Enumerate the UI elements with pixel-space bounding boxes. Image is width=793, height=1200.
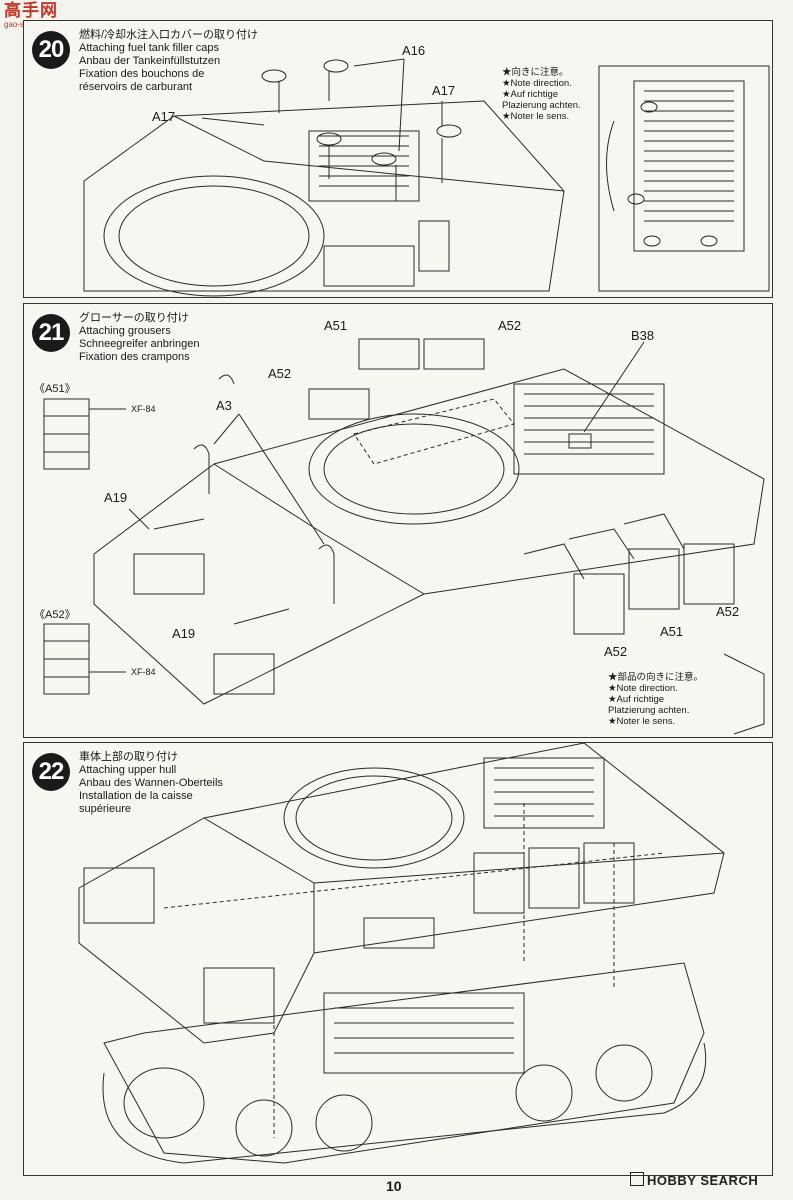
note-line: ★Note direction. <box>608 683 678 694</box>
note-line: ★Auf richtige <box>608 694 665 705</box>
title-jp: グローサーの取り付け <box>79 312 189 324</box>
step-title: 車体上部の取り付け Attaching upper hull Anbau des… <box>79 751 239 816</box>
note-line: ★Note direction. <box>502 78 572 89</box>
part-label: A19 <box>172 626 196 641</box>
note-line: ★部品の向きに注意。 <box>608 672 704 683</box>
note-line: ★Noter le sens. <box>608 716 676 727</box>
part-label: A52 <box>604 644 628 659</box>
hull-assembly-drawing <box>78 743 725 1164</box>
part-label: A51 <box>660 624 684 639</box>
step-20-panel: 20 燃料/冷却水注入口カバーの取り付け Attaching fuel tank… <box>23 20 773 298</box>
direction-note: ★向きに注意。 ★Note direction. ★Auf richtige P… <box>502 67 581 122</box>
part-label: A16 <box>402 43 426 58</box>
brand-text: HOBBY SEARCH <box>647 1173 759 1188</box>
title-fr: Fixation des crampons <box>79 351 190 363</box>
paint-ref-part: 《A51》 <box>34 383 76 395</box>
title-jp: 燃料/冷却水注入口カバーの取り付け <box>79 29 259 41</box>
part-label: B38 <box>631 328 655 343</box>
note-line: ★Auf richtige <box>502 89 559 100</box>
note-line: ★Noter le sens. <box>502 111 570 122</box>
step-21-panel: 21 グローサーの取り付け Attaching grousers Schneeg… <box>23 303 773 738</box>
brand-mark-icon <box>630 1172 644 1186</box>
hull-grouser-drawing <box>43 338 765 735</box>
brand-watermark: HOBBY SEARCH <box>630 1172 758 1188</box>
paint-ref-code: XF-84 <box>131 667 156 677</box>
title-fr: Installation de la caisse supérieure <box>79 790 193 815</box>
title-en: Attaching upper hull <box>79 764 177 776</box>
part-label: A51 <box>324 318 348 333</box>
step-title: グローサーの取り付け Attaching grousers Schneegrei… <box>79 312 199 364</box>
hull-top-drawing <box>83 58 770 297</box>
watermark-glyphs: 高手网 <box>4 1 58 20</box>
step-number: 22 <box>32 753 70 791</box>
part-label: A17 <box>152 109 176 124</box>
part-label: A52 <box>716 604 740 619</box>
part-label: A19 <box>104 490 128 505</box>
part-label: A17 <box>432 83 456 98</box>
step-number: 20 <box>32 31 70 69</box>
note-line: Plazierung achten. <box>502 100 581 111</box>
note-line: Platzierung achten. <box>608 705 690 716</box>
title-en: Attaching grousers <box>79 325 171 337</box>
title-de: Anbau des Wannen-Oberteils <box>79 777 223 789</box>
page-number: 10 <box>386 1178 402 1194</box>
part-label: A3 <box>216 398 232 413</box>
part-label: A52 <box>268 366 292 381</box>
step-22-panel: 22 車体上部の取り付け Attaching upper hull Anbau … <box>23 742 773 1176</box>
title-fr: Fixation des bouchons de réservoirs de c… <box>79 68 205 93</box>
title-de: Anbau der Tankeinfüllstutzen <box>79 55 221 67</box>
direction-note: ★部品の向きに注意。 ★Note direction. ★Auf richtig… <box>608 672 703 727</box>
note-line: ★向きに注意。 <box>502 67 569 78</box>
paint-ref-part: 《A52》 <box>34 609 76 621</box>
step-number: 21 <box>32 314 70 352</box>
title-jp: 車体上部の取り付け <box>79 751 178 763</box>
title-de: Schneegreifer anbringen <box>79 338 200 350</box>
part-label: A52 <box>498 318 522 333</box>
step-title: 燃料/冷却水注入口カバーの取り付け Attaching fuel tank fi… <box>79 29 258 94</box>
paint-ref-code: XF-84 <box>131 404 156 414</box>
title-en: Attaching fuel tank filler caps <box>79 42 220 54</box>
